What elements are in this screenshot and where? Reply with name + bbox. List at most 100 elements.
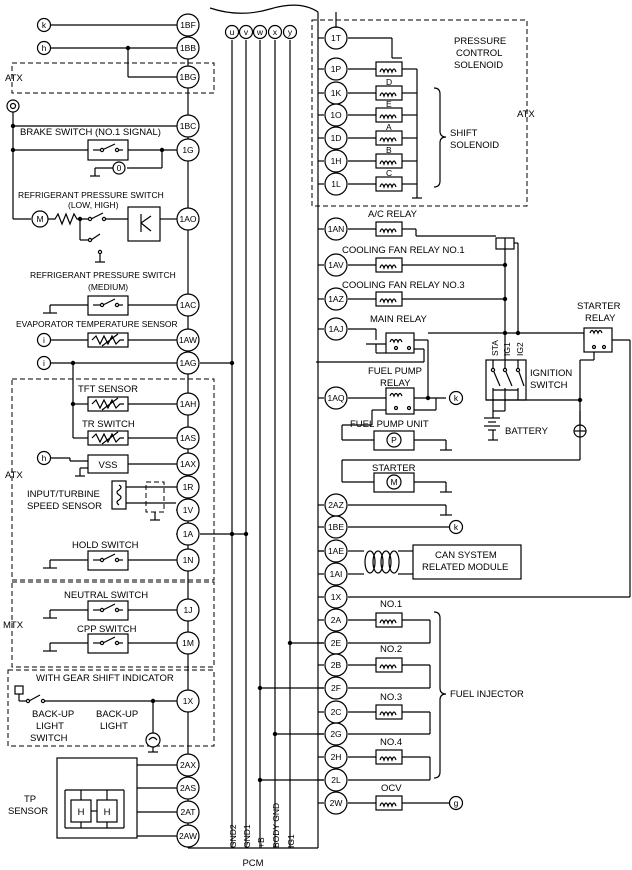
connector-terminal: k — [448, 390, 464, 406]
cf1-label: COOLING FAN RELAY NO.1 — [342, 245, 465, 256]
left-pin-label: 1BC — [180, 121, 197, 131]
right-pin: 2AZ — [324, 493, 348, 517]
left-pin: 1V — [176, 498, 200, 522]
bus-labels: GND2 GND1 +B BODY GND IG1 — [228, 803, 296, 848]
left-pin: 1A — [176, 522, 200, 546]
pcs-label-2: CONTROL — [456, 48, 502, 59]
left-pin-label: 1AH — [180, 399, 197, 409]
right-pin: 2H — [324, 745, 348, 769]
connector-terminal: h — [36, 450, 52, 466]
tp-label-2: SENSOR — [8, 806, 48, 817]
left-pin-label: 1AG — [179, 358, 196, 368]
fp-relay-label-2: RELAY — [380, 378, 411, 389]
right-pin-label: 2C — [331, 707, 342, 717]
left-pin: 1BG — [176, 65, 200, 89]
right-pin: 1AI — [324, 562, 348, 586]
sol-d-label: D — [386, 77, 392, 87]
starter-relay-label-2: RELAY — [585, 313, 616, 324]
ig1-label: IG1 — [502, 342, 512, 356]
brake-switch-label: BRAKE SWITCH (NO.1 SIGNAL) — [20, 127, 161, 138]
left-pin-label: 2AX — [180, 760, 196, 770]
left-pin: 1AH — [176, 392, 200, 416]
left-pin-label: 1AW — [179, 335, 197, 345]
bus-connector: x — [267, 24, 283, 40]
terminal-label: h — [42, 453, 47, 463]
svg-text:P: P — [391, 435, 397, 445]
neutral-label: NEUTRAL SWITCH — [64, 590, 148, 601]
cf3-label: COOLING FAN RELAY NO.3 — [342, 280, 465, 291]
connector-terminal: k — [36, 17, 52, 33]
left-pin-label: 1R — [183, 482, 194, 492]
bus-label-body-gnd: BODY GND — [271, 803, 281, 848]
left-pin: 1BC — [176, 114, 200, 138]
left-pin: 1N — [176, 548, 200, 572]
tp-hall-2: H — [104, 807, 111, 818]
right-pin: 1AQ — [324, 386, 348, 410]
starter-label: STARTER — [372, 463, 416, 474]
left-pin-label: 1A — [183, 529, 194, 539]
right-pin-label: 2H — [331, 752, 342, 762]
inj-no4-label: NO.4 — [380, 737, 402, 748]
right-pin-label: 1AN — [328, 224, 345, 234]
right-pin: 1K — [324, 81, 348, 105]
bus-connector-label: u — [230, 27, 235, 37]
sol-c-label: C — [386, 168, 392, 178]
right-pin: 1O — [324, 103, 348, 127]
hold-label: HOLD SWITCH — [72, 540, 139, 551]
bus-label-ig1: IG1 — [286, 834, 296, 848]
connector-terminal: h — [36, 40, 52, 56]
shift-label-2: SOLENOID — [450, 140, 499, 151]
backup-sw-label-3: SWITCH — [30, 733, 68, 744]
ign-label-2: SWITCH — [530, 380, 568, 391]
right-pin: 1AZ — [324, 287, 348, 311]
right-pin-label: 2AZ — [328, 500, 344, 510]
terminal-label: h — [42, 43, 47, 53]
right-pin-label: 1X — [331, 592, 342, 602]
backup-sw-label-1: BACK-UP — [32, 709, 74, 720]
right-wiring: P M — [257, 12, 631, 811]
right-pin-label: 1O — [330, 110, 342, 120]
pcs-label-3: SOLENOID — [454, 60, 503, 71]
terminal-label: i — [43, 358, 45, 368]
bus-connector: y — [282, 24, 298, 40]
right-pin-label: 1AZ — [328, 294, 344, 304]
left-pin: 1J — [176, 598, 200, 622]
right-pin-label: 2A — [331, 615, 342, 625]
right-pin: 2L — [324, 768, 348, 792]
bus-label-gnd1: GND1 — [242, 824, 252, 848]
zone-atx-2: ATX — [5, 470, 23, 481]
fp-relay-label-1: FUEL PUMP — [368, 366, 422, 377]
svg-text:M: M — [390, 477, 397, 487]
backup-sw-label-2: LIGHT — [36, 721, 64, 732]
right-pin-label: 2B — [331, 660, 342, 670]
right-pin-label: 1D — [331, 133, 342, 143]
bus-connector: w — [252, 24, 268, 40]
right-pin: 2C — [324, 700, 348, 724]
left-pin: 1X — [176, 689, 200, 713]
left-pin: 1M — [176, 631, 200, 655]
cpp-label: CPP SWITCH — [77, 624, 137, 635]
input-label-1: INPUT/TURBINE — [27, 489, 100, 500]
right-pin-label: 2L — [331, 775, 341, 785]
left-pin: 1AG — [176, 351, 200, 375]
right-pin-label: 1H — [331, 156, 342, 166]
bus-connector: u — [224, 24, 240, 40]
main-relay-label: MAIN RELAY — [370, 314, 428, 325]
right-pin: 2A — [324, 608, 348, 632]
right-pin: 1AE — [324, 539, 348, 563]
left-pin: 1AS — [176, 426, 200, 450]
terminal-label: k — [42, 20, 47, 30]
right-pin-label: 1BE — [328, 522, 344, 532]
left-pin: 1BF — [176, 13, 200, 37]
right-pin: 2W — [324, 791, 348, 815]
right-pin-label: 1K — [331, 88, 342, 98]
right-pin-label: 2W — [330, 798, 343, 808]
inj-no1-label: NO.1 — [380, 599, 402, 610]
pcs-label-1: PRESSURE — [454, 36, 506, 47]
left-pin-label: 1AS — [180, 433, 196, 443]
right-pin: 2B — [324, 653, 348, 677]
left-pin-label: 1N — [183, 555, 194, 565]
